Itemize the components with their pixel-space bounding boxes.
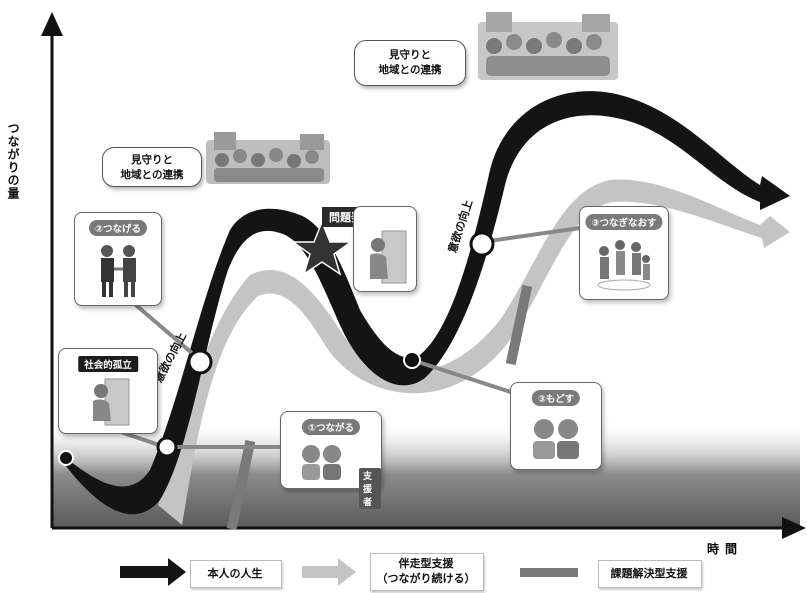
legend-accompany-label: 伴走型支援 （つながり続ける） <box>376 557 476 585</box>
two-people-icon <box>101 245 136 297</box>
supporter-badge: 支援者 <box>359 468 381 509</box>
legend-life-box <box>190 560 282 588</box>
y-axis-label: つながりの量 <box>6 122 20 200</box>
card-reconnect-3-title: ③つなぎなおす <box>585 214 663 230</box>
community-crowd-icon-2 <box>478 12 618 80</box>
legend-solve-bar <box>520 568 578 577</box>
legend-accompany-box <box>370 553 484 591</box>
accompany-support-band <box>158 179 790 526</box>
solve-support-bar-2 <box>505 284 533 366</box>
y-axis-arrow <box>41 12 63 36</box>
solve-support-bar-1 <box>226 439 256 531</box>
axes <box>41 12 806 539</box>
x-axis-label: 時間 <box>707 542 744 556</box>
milestone-dot-connect1 <box>156 436 178 458</box>
legend-icons <box>120 558 578 586</box>
legend-life-label: 本人の人生 <box>207 567 263 580</box>
sitting-person-icon <box>93 378 130 426</box>
star-icon <box>290 219 354 276</box>
group-people-icon <box>597 240 651 291</box>
callout-watch-2: 見守りと 地域との連携 <box>354 40 466 86</box>
card-connect-2: ②つなげる <box>74 212 162 306</box>
legend-life-arrow <box>120 558 186 586</box>
community-crowd-icon-1 <box>206 132 330 184</box>
milestone-dot-return <box>403 351 421 369</box>
milestone-dot-connect2 <box>187 349 213 375</box>
card-connect-1: ①つながる 支援者 <box>280 411 382 509</box>
card-isolation: 社会的孤立 <box>58 348 158 434</box>
two-faces-icon <box>533 419 579 459</box>
card-reconnect-3: ③つなぎなおす <box>579 206 669 300</box>
callout-watch-1: 見守りと 地域との連携 <box>102 147 202 187</box>
card-isolation-title: 社会的孤立 <box>78 356 138 372</box>
life-band <box>66 91 790 515</box>
milestones <box>58 231 495 466</box>
x-axis-arrow <box>782 517 806 539</box>
legend-solve-label: 課題解決型支援 <box>610 567 688 580</box>
card-problem <box>353 206 417 292</box>
milestone-dot-start <box>58 450 74 466</box>
card-connect-1-title: ①つながる <box>301 419 361 435</box>
legend-accompany-arrow <box>302 558 356 586</box>
milestone-dot-reconnect <box>469 231 495 257</box>
card-return-3-title: ③もどす <box>531 390 581 406</box>
connectors <box>114 226 581 449</box>
card-connect-2-title: ②つなげる <box>88 220 148 236</box>
two-faces-icon <box>302 445 341 480</box>
legend-solve-box <box>598 560 702 588</box>
sitting-person-icon <box>370 230 407 284</box>
card-return-3: ③もどす <box>510 382 602 470</box>
